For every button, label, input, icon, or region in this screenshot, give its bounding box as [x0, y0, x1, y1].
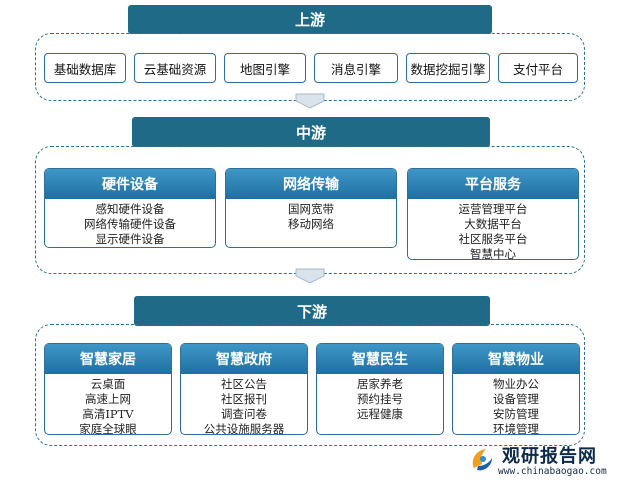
midstream-header: 中游	[132, 117, 490, 147]
card-item: 远程健康	[357, 407, 403, 421]
card-item: 云桌面	[90, 377, 126, 391]
card-item: 调查问卷	[221, 407, 267, 421]
card-title: 智慧家居	[45, 344, 171, 374]
downstream-group	[35, 324, 585, 446]
card-item: 移动网络	[288, 217, 334, 231]
card-item-list: 社区公告 社区报刊 调查问卷 公共设施服务器	[181, 374, 307, 435]
card-item: 居家养老	[357, 377, 403, 391]
downstream-card-smart-property: 智慧物业 物业办公 设备管理 安防管理 环境管理	[452, 343, 580, 435]
downstream-card-smart-government: 智慧政府 社区公告 社区报刊 调查问卷 公共设施服务器	[180, 343, 308, 435]
flow-arrow-icon	[295, 93, 325, 115]
card-item: 公共设施服务器	[203, 422, 285, 435]
upstream-title: 上游	[294, 11, 325, 29]
card-item-list: 国网宽带 移动网络	[226, 199, 396, 232]
card-item: 安防管理	[493, 407, 539, 421]
card-item: 环境管理	[493, 422, 539, 435]
card-title: 智慧民生	[317, 344, 443, 374]
card-item: 高速上网	[85, 392, 131, 406]
card-item: 设备管理	[493, 392, 539, 406]
upstream-item: 地图引擎	[224, 53, 306, 83]
card-item: 社区公告	[221, 377, 267, 391]
card-item: 智慧中心	[470, 247, 516, 260]
logo-name: 观研报告网	[502, 446, 597, 467]
downstream-card-smart-livelihood: 智慧民生 居家养老 预约挂号 远程健康	[316, 343, 444, 435]
card-title: 智慧政府	[181, 344, 307, 374]
downstream-card-smart-home: 智慧家居 云桌面 高速上网 高清IPTV 家庭全球眼	[44, 343, 172, 435]
card-item: 感知硬件设备	[95, 202, 165, 216]
card-item-list: 物业办公 设备管理 安防管理 环境管理	[453, 374, 579, 435]
card-item: 社区报刊	[221, 392, 267, 406]
card-item: 网络传输硬件设备	[84, 217, 176, 231]
flow-arrow-icon	[295, 268, 325, 290]
card-item: 大数据平台	[464, 217, 522, 231]
card-item-list: 运营管理平台 大数据平台 社区服务平台 智慧中心	[408, 199, 578, 260]
card-title: 平台服务	[408, 169, 578, 199]
card-item: 国网宽带	[288, 202, 334, 216]
card-item: 预约挂号	[357, 392, 403, 406]
upstream-item: 支付平台	[498, 53, 578, 83]
upstream-item: 数据挖掘引擎	[406, 53, 490, 83]
card-item-list: 感知硬件设备 网络传输硬件设备 显示硬件设备	[45, 199, 215, 247]
midstream-card-hardware: 硬件设备 感知硬件设备 网络传输硬件设备 显示硬件设备	[44, 168, 216, 248]
downstream-header: 下游	[134, 296, 490, 326]
watermark-logo: 观研报告网 www.chinabaogao.com	[468, 440, 618, 482]
card-item-list: 居家养老 预约挂号 远程健康	[317, 374, 443, 422]
midstream-card-network: 网络传输 国网宽带 移动网络	[225, 168, 397, 248]
midstream-card-platform: 平台服务 运营管理平台 大数据平台 社区服务平台 智慧中心	[407, 168, 579, 260]
card-item: 家庭全球眼	[79, 422, 137, 435]
logo-swirl-icon	[472, 449, 492, 471]
card-item: 高清IPTV	[82, 407, 134, 421]
card-item-list: 云桌面 高速上网 高清IPTV 家庭全球眼	[45, 374, 171, 435]
card-item: 社区服务平台	[458, 232, 528, 246]
card-item: 物业办公	[493, 377, 539, 391]
upstream-item: 基础数据库	[44, 53, 126, 83]
logo-url: www.chinabaogao.com	[498, 466, 607, 477]
card-title: 网络传输	[226, 169, 396, 199]
card-item: 运营管理平台	[458, 202, 528, 216]
upstream-item: 消息引擎	[314, 53, 398, 83]
card-item: 显示硬件设备	[95, 232, 165, 246]
midstream-title: 中游	[295, 123, 326, 142]
upstream-item: 云基础资源	[134, 53, 216, 83]
card-title: 硬件设备	[45, 169, 215, 199]
upstream-header: 上游	[128, 5, 492, 34]
downstream-title: 下游	[296, 302, 327, 321]
card-title: 智慧物业	[453, 344, 579, 374]
